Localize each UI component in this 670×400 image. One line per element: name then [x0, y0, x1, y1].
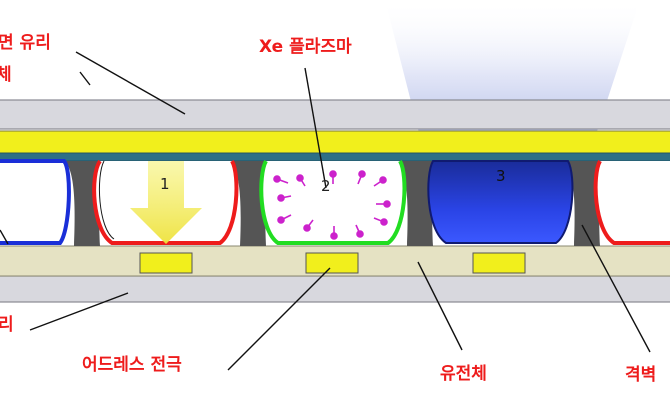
cell-number-1: 1: [160, 175, 170, 193]
leader-rear-glass: [29, 292, 129, 331]
leader-front-glass: [75, 51, 186, 115]
dielectric-label: 유전체: [440, 364, 487, 384]
phosphor-cell-3: [427, 160, 574, 244]
front-sub-label: 체: [0, 65, 12, 85]
leader-xe-plasma: [304, 67, 327, 189]
rear-glass-label: 리: [0, 315, 14, 335]
address-electrode-label: 어드레스 전극: [82, 355, 182, 375]
rear-glass-plate: [0, 275, 670, 303]
front-glass-plate: [0, 99, 670, 130]
leader-dielectric: [417, 261, 463, 351]
address-electrode: [305, 252, 359, 274]
phosphor-cell-2: [259, 160, 407, 245]
protective-layer: [0, 152, 670, 162]
phosphor-cell-partial: [593, 160, 670, 245]
front-glass-label: 면 유리: [0, 33, 51, 53]
xe-plasma-label: Xe 플라즈마: [259, 37, 352, 57]
cell-number-2: 2: [321, 177, 331, 195]
phosphor-cell-partial: [0, 159, 71, 245]
leader-barrier-rib: [581, 224, 651, 353]
leader-address-electrode: [227, 267, 331, 371]
cell-number-3: 3: [496, 167, 506, 185]
address-electrode: [472, 252, 526, 274]
sustain-electrode-layer: [0, 130, 670, 154]
emitted-light-arrow: [130, 161, 202, 244]
leader-front-sub: [79, 71, 91, 86]
barrier-rib-label: 격벽: [625, 365, 657, 385]
xe-plasma-particles: [273, 170, 391, 240]
leader-partial-left: [0, 229, 9, 245]
address-electrode: [139, 252, 193, 274]
